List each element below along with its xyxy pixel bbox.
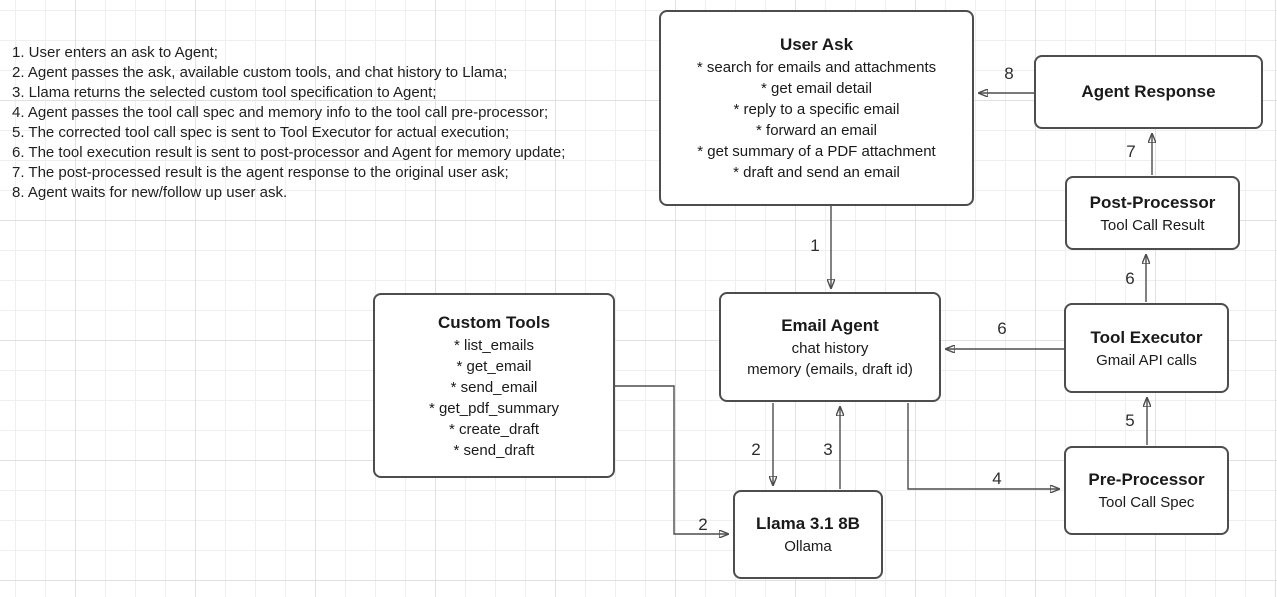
- edge-customtools-to-llama: [615, 385, 728, 534]
- node-title: Post-Processor: [1089, 192, 1216, 212]
- edge-emailagent-to-preprocessor: [907, 403, 1059, 489]
- node-subtitle: Ollama: [784, 538, 832, 555]
- note-line: 5. The corrected tool call spec is sent …: [12, 124, 510, 141]
- node-post-processor: Post-Processor Tool Call Result: [1065, 176, 1240, 250]
- node-item: * draft and send an email: [733, 164, 900, 181]
- node-item: * get_email: [456, 357, 532, 375]
- note-line: 2. Agent passes the ask, available custo…: [12, 64, 508, 81]
- note-line: 4. Agent passes the tool call spec and m…: [12, 104, 549, 121]
- note-line: 7. The post-processed result is the agen…: [12, 164, 509, 181]
- edge-label-step3: 3: [823, 440, 833, 459]
- node-item: * get_pdf_summary: [428, 399, 560, 417]
- edge-label-step8: 8: [1004, 64, 1014, 83]
- node-item: * get email detail: [761, 80, 872, 97]
- node-title: Custom Tools: [437, 312, 551, 332]
- workflow-notes: 1. User enters an ask to Agent; 2. Agent…: [12, 43, 565, 203]
- node-pre-processor: Pre-Processor Tool Call Spec: [1064, 446, 1229, 535]
- node-title: Agent Response: [1081, 82, 1216, 101]
- node-item: * list_emails: [453, 336, 535, 354]
- node-item: * send_draft: [453, 441, 535, 459]
- node-llama: Llama 3.1 8B Ollama: [733, 490, 883, 579]
- node-agent-response: Agent Response: [1034, 55, 1263, 129]
- node-email-agent: Email Agent chat history memory (emails,…: [719, 292, 941, 402]
- node-item: memory (emails, draft id): [747, 361, 913, 378]
- node-subtitle: Gmail API calls: [1096, 351, 1197, 369]
- node-item: * send_email: [450, 378, 538, 396]
- node-user-ask: User Ask * search for emails and attachm…: [659, 10, 974, 206]
- node-custom-tools: Custom Tools * list_emails * get_email *…: [373, 293, 615, 478]
- note-line: 1. User enters an ask to Agent;: [12, 44, 218, 61]
- node-item: * reply to a specific email: [733, 101, 900, 118]
- node-title: Llama 3.1 8B: [756, 514, 860, 533]
- node-title: User Ask: [779, 35, 854, 54]
- note-line: 8. Agent waits for new/follow up user as…: [12, 184, 288, 201]
- node-title: Email Agent: [781, 316, 879, 335]
- edge-label-step1: 1: [810, 236, 820, 255]
- node-tool-executor: Tool Executor Gmail API calls: [1064, 303, 1229, 393]
- edge-label-step6-agent: 6: [997, 319, 1007, 338]
- node-title: Pre-Processor: [1088, 470, 1205, 489]
- edge-label-step2-tools: 2: [698, 515, 708, 534]
- note-line: 6. The tool execution result is sent to …: [12, 144, 566, 161]
- node-item: * search for emails and attachments: [696, 59, 937, 76]
- node-item: chat history: [791, 340, 869, 357]
- edge-label-step4: 4: [992, 469, 1002, 488]
- node-subtitle: Tool Call Spec: [1098, 494, 1195, 511]
- edge-label-step7: 7: [1126, 142, 1136, 161]
- node-title: Tool Executor: [1090, 327, 1203, 347]
- node-subtitle: Tool Call Result: [1100, 216, 1205, 234]
- edge-label-step5: 5: [1125, 411, 1135, 430]
- node-item: * get summary of a PDF attachment: [697, 143, 936, 160]
- note-line: 3. Llama returns the selected custom too…: [12, 84, 437, 101]
- node-item: * forward an email: [756, 122, 877, 139]
- node-item: * create_draft: [448, 420, 540, 438]
- edge-label-step6-post: 6: [1125, 269, 1135, 288]
- edge-label-step2-agent: 2: [751, 440, 761, 459]
